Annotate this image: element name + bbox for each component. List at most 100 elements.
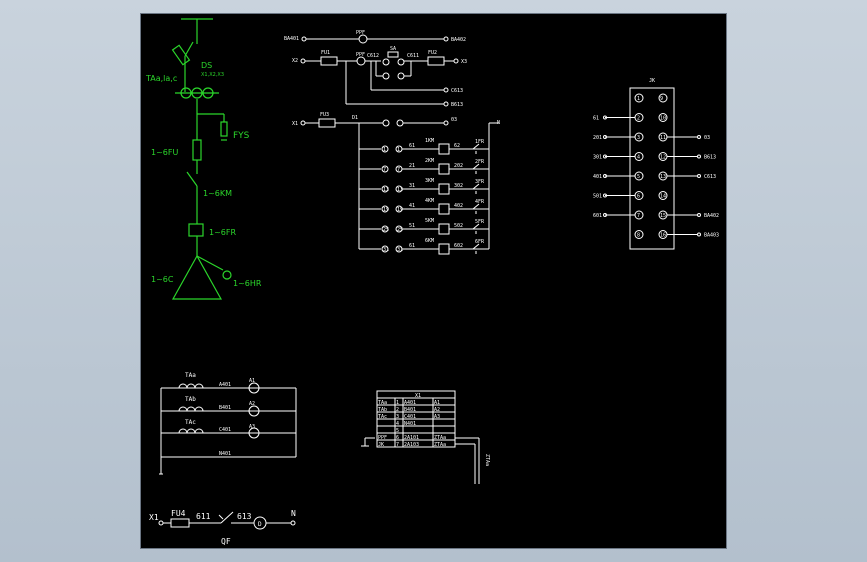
row-left-pin: 13 [383, 187, 389, 193]
row-fr-label: 2FR [475, 159, 485, 165]
row-left-pin: 31 [383, 247, 389, 253]
row-coil-label: 1KM [425, 138, 434, 144]
relay-left-label: 401 [593, 174, 602, 180]
primary-circuit: DS TAa,la,c X1,X2,X3 FYS 1~6FU 1~6KM 1~6… [145, 18, 262, 300]
w611-label: 611 [196, 512, 211, 521]
fu4-label: FU4 [171, 509, 186, 518]
relay-left-label: 201 [593, 135, 602, 141]
ppf-lamp [358, 34, 368, 44]
ba402-label: BA402 [451, 37, 466, 43]
row-right-pin: 13 [397, 187, 403, 193]
row-coil-label: 6KM [425, 238, 434, 244]
x3-label: X3 [461, 59, 467, 65]
relay-right-pin: 16 [660, 233, 666, 239]
n-label: N [497, 120, 500, 126]
hr-label: 1~6HR [233, 279, 262, 288]
table-cell: B401 [404, 407, 416, 413]
row-coil-label: 3KM [425, 178, 434, 184]
fr-label: 1~6FR [209, 228, 236, 237]
table-cell: PPF [378, 435, 387, 441]
row-coil [438, 143, 450, 155]
table-cell: 5 [396, 428, 399, 434]
row-right-pin: 7 [397, 167, 400, 173]
x2-label: X2 [292, 58, 298, 64]
table-cell: A1 [434, 400, 440, 406]
row-left-pin: 19 [383, 207, 389, 213]
drawing-sheet: DS TAa,la,c X1,X2,X3 FYS 1~6FU 1~6KM 1~6… [140, 13, 727, 549]
row-wire-label: 61 [409, 243, 415, 249]
table-side-label: ZTAa [484, 454, 490, 466]
ct-terms-label: X1,X2,X3 [201, 72, 224, 78]
w2-label: B401 [219, 405, 231, 411]
fu1-symbol [320, 56, 338, 66]
relay-left-label: 601 [593, 213, 602, 219]
ammeter-a3 [248, 427, 260, 439]
relay-body [629, 87, 675, 250]
relay-right-pin: 10 [660, 116, 666, 122]
qf-switch [220, 511, 234, 524]
row-wire-label: 51 [409, 223, 415, 229]
fu3-label: FU3 [320, 112, 329, 118]
ammeter-a2 [248, 405, 260, 417]
w4-label: N401 [219, 451, 231, 457]
relay-left-label: 61 [593, 116, 599, 122]
relay-left-pin: 8 [637, 233, 640, 239]
row-fr-label: 1FR [475, 139, 485, 145]
fu3-symbol [318, 118, 336, 128]
row-wire-label: 41 [409, 203, 415, 209]
qf-label: QF [221, 537, 231, 546]
row-left-pin: 25 [383, 227, 389, 233]
table-cell: A3 [434, 414, 440, 420]
relay-right-pin: 13 [660, 174, 666, 180]
table-cell: ZTAa [434, 442, 446, 448]
ct-coils [178, 383, 204, 434]
tab-label: TAb [185, 396, 196, 403]
row-coil [438, 183, 450, 195]
row-contact-label: 402 [454, 203, 463, 209]
row-coil [438, 243, 450, 255]
c611-label: C611 [407, 53, 419, 59]
fu4-symbol [170, 518, 190, 528]
table-cell: C401 [404, 414, 416, 420]
c612-label: C612 [367, 53, 379, 59]
fys-label: FYS [233, 131, 250, 141]
row-fr-label: 5FR [475, 219, 485, 225]
row-coil-label: 2KM [425, 158, 434, 164]
row-wire-label: 21 [409, 163, 415, 169]
row-fr-label: 6FR [475, 239, 485, 245]
c613-label: C613 [451, 88, 463, 94]
table-cell: 2A103 [404, 442, 419, 448]
row-fr-label: 4FR [475, 199, 485, 205]
relay-left-pin: 4 [637, 155, 640, 161]
relay-left-label: 501 [593, 194, 602, 200]
row-coil-label: 5KM [425, 218, 434, 224]
ppf2-label: PPF [356, 52, 365, 58]
table-cell: 2 [396, 407, 399, 413]
relay-left-pin: 2 [637, 116, 640, 122]
fu1-label: FU1 [321, 50, 330, 56]
control-circuit: BA401 PPF BA402 X2 FU1 PPF C612 SA C611 … [284, 30, 500, 255]
a3-label: A3 [249, 424, 255, 430]
cap-label: 1~6C [151, 275, 174, 284]
indicator-lamp-symbol [222, 270, 232, 280]
table-title: X1 [415, 393, 421, 399]
ds-label: DS [201, 61, 212, 70]
d3-label: 03 [451, 117, 457, 123]
lamp-d-label: D [258, 521, 262, 528]
row-right-pin: 19 [397, 207, 403, 213]
row-contact-label: 602 [454, 243, 463, 249]
relay-right-label: C613 [704, 174, 716, 180]
relay-left-pin: 7 [637, 213, 640, 219]
table-cell: 3 [396, 414, 399, 420]
ammeter-a1 [248, 382, 260, 394]
km-label: 1~6KM [203, 189, 232, 198]
table-cell: TAa [378, 400, 387, 406]
d1-label: D1 [352, 115, 358, 121]
ppf-label: PPF [356, 30, 365, 36]
row-right-pin: 31 [397, 247, 403, 253]
relay-right-label: B613 [704, 155, 716, 161]
relay-right-pin: 15 [660, 213, 666, 219]
